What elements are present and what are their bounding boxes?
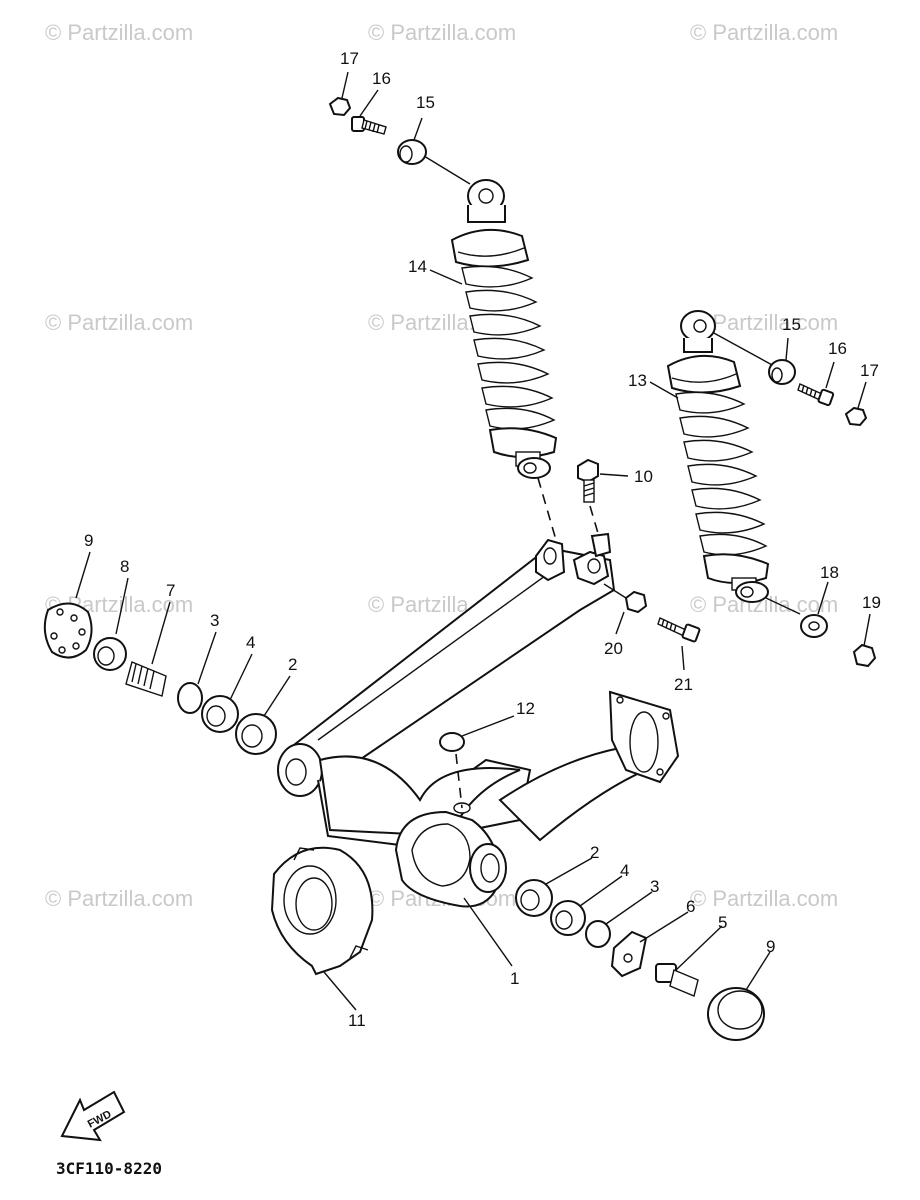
- pivot-bolt-hardware: [603, 583, 701, 643]
- collar-3b: [585, 920, 611, 948]
- watermark: © Partzilla.com: [45, 20, 193, 45]
- callout-2: 2: [590, 843, 599, 862]
- callout-15: 15: [416, 93, 435, 112]
- swingarm-1: [277, 532, 680, 908]
- upper-shock-hardware-right: [711, 331, 868, 427]
- callout-18: 18: [820, 563, 839, 582]
- collar-3a: [177, 682, 203, 714]
- right-pivot-stack: [515, 879, 765, 1041]
- callout-17: 17: [340, 49, 359, 68]
- spring-coils: [461, 265, 556, 430]
- watermark: © Partzilla.com: [45, 886, 193, 911]
- watermark: © Partzilla.com: [690, 20, 838, 45]
- bolt-shank-21: [657, 617, 687, 637]
- shock-14-mount-line: [537, 477, 557, 541]
- callout-21: 21: [674, 675, 693, 694]
- callout-17: 17: [860, 361, 879, 380]
- diagram-code: 3CF110-8220: [56, 1159, 162, 1178]
- watermark: © Partzilla.com: [690, 886, 838, 911]
- callout-13: 13: [628, 371, 647, 390]
- callout-15: 15: [782, 315, 801, 334]
- callout-8: 8: [120, 557, 129, 576]
- nut-17b: [844, 406, 868, 427]
- callout-6: 6: [686, 897, 695, 916]
- callout-16: 16: [828, 339, 847, 358]
- cap-9a: [43, 602, 93, 659]
- callout-14: 14: [408, 257, 427, 276]
- callout-9: 9: [766, 937, 775, 956]
- plug-12: [439, 732, 465, 752]
- shock-absorber-13: [666, 310, 770, 603]
- upper-shock-hardware-left: [328, 96, 471, 185]
- bolt-head-16: [351, 116, 365, 132]
- callout-16: 16: [372, 69, 391, 88]
- watermark: © Partzilla.com: [45, 310, 193, 335]
- forward-direction-arrow: FWD: [60, 1090, 126, 1142]
- callout-19: 19: [862, 593, 881, 612]
- callout-10: 10: [634, 467, 653, 486]
- callout-3: 3: [650, 877, 659, 896]
- callout-2: 2: [288, 655, 297, 674]
- watermark-layer: © Partzilla.com © Partzilla.com © Partzi…: [45, 20, 838, 911]
- bolt-10: [577, 458, 599, 503]
- bolt-head-16b: [817, 388, 835, 407]
- callout-20: 20: [604, 639, 623, 658]
- callout-3: 3: [210, 611, 219, 630]
- nut-17: [328, 96, 352, 117]
- watermark: © Partzilla.com: [368, 20, 516, 45]
- callout-4: 4: [246, 633, 255, 652]
- callout-4: 4: [620, 861, 629, 880]
- callout-1: 1: [510, 969, 519, 988]
- left-pivot-stack: [43, 602, 277, 755]
- nut-19: [852, 643, 877, 668]
- shock-absorber-14: [450, 179, 558, 479]
- leader-lines: [75, 71, 871, 1011]
- callout-5: 5: [718, 913, 727, 932]
- nut-20: [624, 590, 648, 614]
- callout-12: 12: [516, 699, 535, 718]
- callout-7: 7: [166, 581, 175, 600]
- bolt-head-21: [681, 623, 701, 643]
- callout-9: 9: [84, 531, 93, 550]
- boot-11: [270, 846, 374, 976]
- spring-coils-13: [675, 391, 768, 556]
- callout-labels: 17 16 15 14 15 16 17 13 10 9 8 7 3 4 2 1…: [84, 49, 881, 1030]
- callout-11: 11: [348, 1011, 366, 1030]
